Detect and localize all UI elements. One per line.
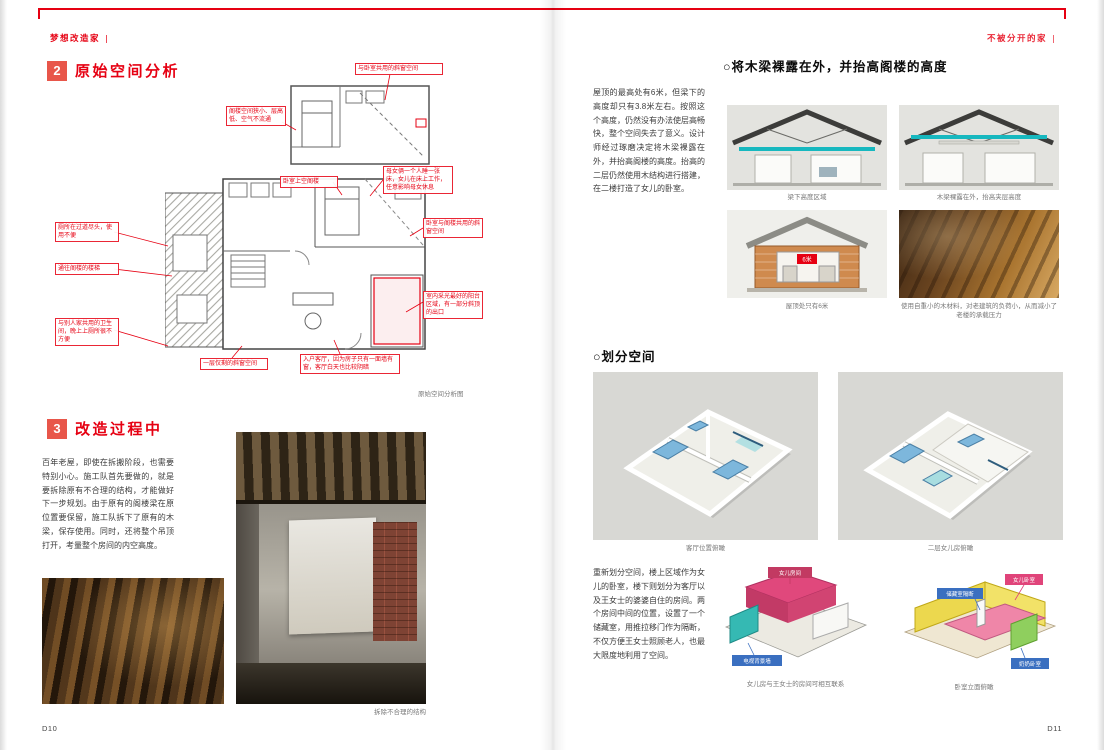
running-head-left-text: 梦想改造家 [50, 33, 101, 43]
figure-caption: 木梁裸露在外，抬高夹层高度 [936, 194, 1022, 201]
plan-callout: 卧室上空阁楼 [280, 176, 338, 189]
callout-leader-lines [113, 73, 424, 359]
photo-ceiling-joists [236, 432, 426, 504]
section-3-header: 3 改造过程中 [47, 418, 163, 439]
section-3-title: 改造过程中 [75, 421, 163, 438]
section-3-number: 3 [47, 418, 67, 439]
section-2-header: 2 原始空间分析 [47, 60, 180, 81]
plan-callout: 一层仅剩的斜窗空间 [200, 358, 268, 371]
running-head-divider-right [1053, 34, 1054, 43]
page-fold [540, 0, 566, 750]
demolition-photo-room [236, 432, 426, 704]
running-head-right-text: 不被分开的家 [986, 33, 1047, 43]
photo-caption: 拆除不合理的结构 [374, 709, 426, 716]
page-number-left: D10 [42, 724, 58, 733]
plan-callout: 通往阁楼的楼梯 [55, 263, 119, 276]
diagram-caption: 卧室立面俯瞰 [954, 684, 994, 691]
rooms-connection-diagram: 女儿房间 电视背景墙 [718, 565, 873, 677]
diagram-label: 女儿卧室 [1013, 576, 1036, 584]
figure-caption: 梁下高度区域 [787, 194, 827, 201]
top-rule-tick-right [1064, 8, 1066, 19]
page-edge-left [0, 0, 7, 750]
plan-callout: 母女俩一个人睡一张床，女儿在床上工作，任意影响母女休息 [383, 166, 453, 195]
figure-caption: 使用自重小的木材料，对老建筑的负荷小，从而减小了老楼的承载压力 [901, 303, 1057, 320]
photo-brick-wall [372, 521, 417, 642]
top-rule [38, 8, 1066, 10]
photo-dark-column [236, 500, 259, 664]
plan-callout: 卧室与阁楼共用的斜窗空间 [423, 218, 483, 239]
division-paragraph: 重新划分空间，楼上区域作为女儿的卧室，楼下则划分为客厅以及王女士的婆婆自住的房间… [593, 568, 705, 660]
page-edge-right [1097, 0, 1104, 750]
plan-callout: 入户客厅，因为房子只有一面墙有窗，客厅白天也比较阴暗 [300, 354, 400, 375]
page-number-right: D11 [1047, 724, 1062, 733]
wood-beams-photo [899, 210, 1059, 298]
running-head-left: 梦想改造家 [50, 32, 108, 44]
photo-floor [236, 663, 426, 704]
running-head-right: 不被分开的家 [987, 32, 1054, 44]
cutaway-label: 6米 [802, 256, 811, 264]
beams-section-heading: ○将木梁裸露在外，并抬高阁楼的高度 [723, 60, 948, 74]
division-section-heading: ○划分空间 [593, 350, 656, 364]
diagram-label: 女儿房间 [779, 569, 801, 577]
section-2-number: 2 [47, 60, 67, 81]
bedroom-elevation-diagram: 女儿卧室 储藏室隔断 奶奶卧室 [885, 562, 1063, 680]
figure-caption: 屋顶处只有6米 [785, 303, 829, 310]
section-diagram-raised-loft [899, 105, 1059, 190]
daughter-room-3d-render [838, 372, 1063, 540]
plan-callout: 厕所在过道尽头，使用不便 [55, 222, 119, 243]
plan-caption: 原始空间分析图 [418, 391, 464, 398]
original-floor-plan-figure: 与卧室共用的斜窗空间 阁楼空间狭小、层高低、空气不流通 卧室上空阁楼 母女俩一个… [40, 60, 483, 405]
diagram-label: 电视背景墙 [743, 657, 771, 665]
beams-paragraph: 屋顶的最高处有6米，但梁下的高度却只有3.8米左右。按照这个高度，仍然没有办法使… [593, 88, 705, 194]
section-diagram-beam-height [727, 105, 887, 190]
plan-callout: 室内采光最好的阳台区域，有一部分斜顶的出口 [423, 291, 483, 320]
section-2-title: 原始空间分析 [75, 63, 181, 80]
diagram-label: 奶奶卧室 [1019, 660, 1042, 668]
main-floor-plan-drawing [165, 178, 426, 350]
process-paragraph: 百年老屋，即使在拆搬阶段，也需要特别小心。施工队首先要做的，就是要拆除原有不合理… [42, 458, 174, 550]
demolition-photo-attic [42, 578, 224, 704]
diagram-label: 储藏室隔断 [946, 590, 974, 598]
plan-callout: 与别人家共用的卫生间，晚上上厕所很不方便 [55, 318, 119, 347]
diagram-caption: 女儿房与王女士的房间可相互联系 [746, 681, 845, 688]
render-caption: 二层女儿房俯瞰 [927, 545, 974, 552]
house-cutaway-render: 6米 [727, 210, 887, 298]
attic-plan-drawing [290, 85, 430, 165]
plan-callout: 与卧室共用的斜窗空间 [355, 63, 443, 76]
top-rule-tick-left [38, 8, 40, 19]
plan-callout: 阁楼空间狭小、层高低、空气不流通 [226, 106, 286, 127]
render-caption: 客厅位置俯瞰 [686, 545, 725, 552]
running-head-divider [106, 34, 108, 43]
living-room-3d-render [593, 372, 818, 540]
photo-plaster-panel [289, 517, 377, 635]
